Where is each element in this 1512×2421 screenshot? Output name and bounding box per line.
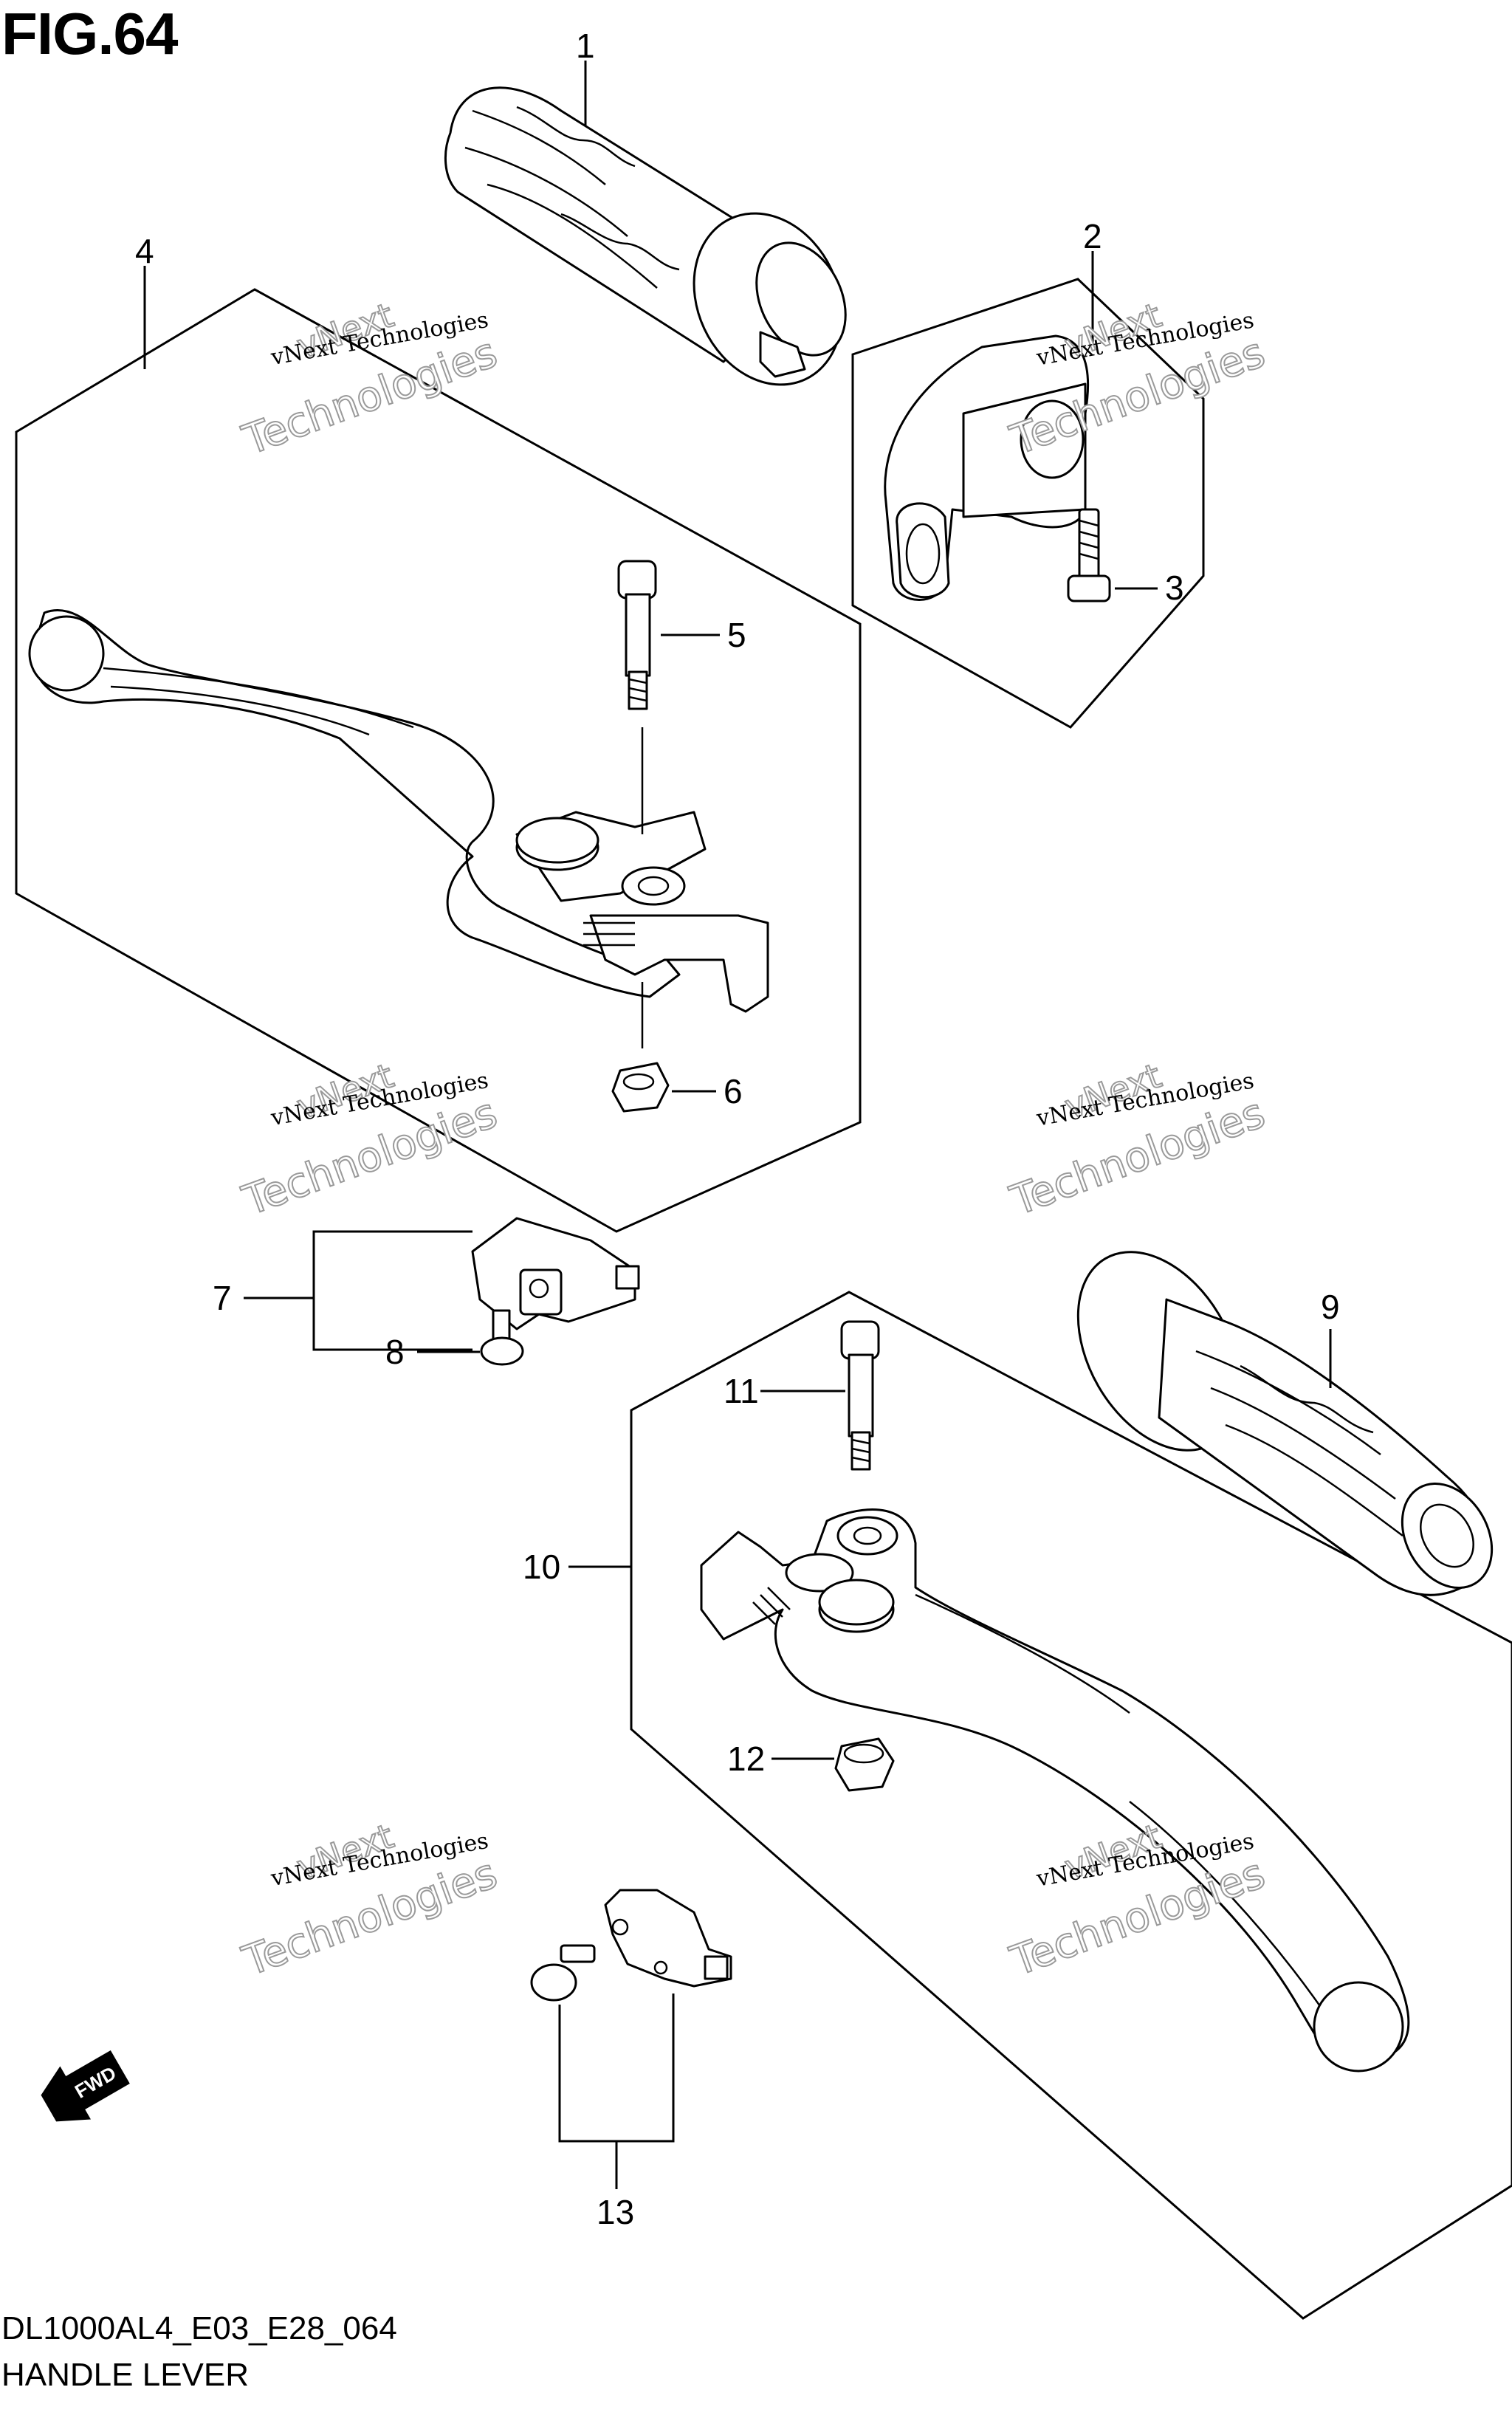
callout-7: 7	[213, 1279, 232, 1317]
callout-10: 10	[523, 1548, 560, 1586]
watermark-top-left: vNext vNext Technologies Technologies	[236, 295, 504, 466]
watermark-bottom-left: vNext vNext Technologies Technologies	[236, 1816, 504, 1987]
model-code: DL1000AL4_E03_E28_064	[1, 2310, 397, 2346]
fwd-arrow: FWD	[41, 2050, 130, 2122]
group-box-10	[630, 1291, 1512, 2320]
callout-12: 12	[727, 1740, 765, 1778]
lever-switch-lower	[530, 1889, 732, 2002]
callout-11: 11	[724, 1372, 759, 1410]
lever-upper	[28, 609, 769, 1013]
group-box-2	[851, 278, 1205, 729]
callout-4: 4	[135, 232, 154, 270]
callout-1: 1	[576, 27, 595, 65]
pivot-nut-upper	[611, 1062, 670, 1113]
pivot-bolt-lower	[840, 1320, 880, 1471]
callout-13: 13	[597, 2193, 634, 2231]
callout-6: 6	[724, 1072, 743, 1110]
bracket-13	[558, 1994, 675, 2143]
watermark-bottom-right: vNext vNext Technologies Technologies	[1003, 1816, 1271, 1987]
lever-switch-upper	[471, 1217, 640, 1330]
watermark-mid-left: vNext vNext Technologies Technologies	[236, 1055, 504, 1226]
callout-2: 2	[1083, 217, 1102, 255]
switch-screw-upper	[480, 1309, 524, 1366]
callout-9: 9	[1321, 1288, 1340, 1326]
lever-lower	[700, 1508, 1410, 2073]
figure-name: HANDLE LEVER	[1, 2357, 250, 2393]
bracket-7	[312, 1230, 472, 1351]
pivot-nut-lower	[834, 1737, 895, 1792]
pivot-bolt-upper	[617, 560, 657, 710]
callout-3: 3	[1165, 569, 1184, 607]
figure-title: FIG.64	[1, 1, 179, 66]
callout-5: 5	[727, 616, 746, 654]
grip-right	[1076, 1251, 1494, 1596]
lever-holder-left	[884, 334, 1090, 601]
grip-left	[444, 86, 847, 386]
holder-screw	[1067, 508, 1111, 602]
watermark-mid-right: vNext vNext Technologies Technologies	[1003, 1055, 1271, 1226]
callout-8: 8	[385, 1333, 405, 1371]
group-box-4	[15, 288, 862, 1233]
